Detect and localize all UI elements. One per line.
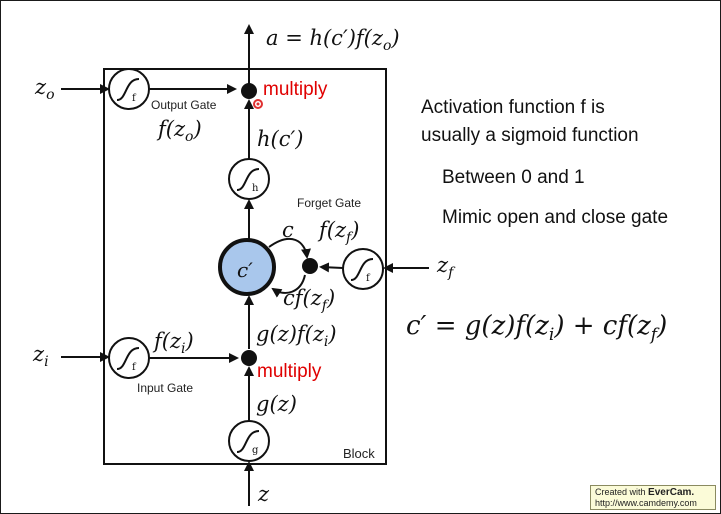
note-line-1: Activation function f is [421,97,605,118]
f-zo-label: f(zo) [156,117,202,145]
z-f-label: zf [436,253,456,281]
svg-text:f: f [132,362,137,373]
cell-to-forget-arc [268,237,311,259]
f-zi-label: f(zi) [152,329,194,357]
z-label: z [257,482,270,506]
z-o-label: zo [34,75,55,103]
note-line-3: Between 0 and 1 [442,167,585,188]
multiply-node-bottom [241,350,257,366]
f-zf-label: f(zf) [317,218,359,246]
g-z-label: g(z) [256,392,297,416]
forget-gate-to-multiply-arrow [319,262,344,273]
note-line-4: Mimic open and close gate [442,207,669,228]
svg-text:g: g [252,445,259,456]
c-label: c [282,218,294,242]
svg-text:f: f [132,93,137,104]
multiply-node-top [241,83,257,99]
forget-gate-sigmoid: f [342,248,384,290]
svg-text:c′: c′ [237,258,253,282]
multiply-label-bottom: multiply [257,361,322,382]
h-c-label: h(c′) [257,127,303,151]
cursor-pointer-center [256,102,260,106]
cf-zf-label: cf(zf) [283,286,335,314]
forget-to-cell-arc [271,274,306,298]
evercam-watermark: Created with EverCam. http://www.camdemy… [590,485,716,510]
evercam-line-1: Created with EverCam. [595,487,695,498]
svg-text:h: h [252,183,259,194]
input-gate-sigmoid: f [108,337,150,379]
svg-text:f: f [366,273,371,284]
cell-formula: c′ = g(z)f(zi) + cf(zf) [406,311,667,345]
output-equation: a = h(c′)f(zo) [266,26,400,54]
output-gate-sigmoid: f [108,68,150,110]
gz-fzi-label: g(z)f(zi) [256,322,337,350]
g-gate-sigmoid: g [228,420,270,462]
multiply-label-top: multiply [263,79,328,100]
h-gate-sigmoid: h [228,158,270,200]
output-gate-label: Output Gate [151,98,217,112]
input-gate-label: Input Gate [137,381,193,395]
note-line-2: usually a sigmoid function [421,125,639,146]
memory-cell: c′ [218,238,276,296]
z-i-label: zi [32,342,49,370]
forget-gate-label: Forget Gate [297,196,361,210]
evercam-url: http://www.camdemy.com [595,498,697,508]
block-label: Block [343,446,375,461]
cursor-pointer-dot [253,99,263,109]
multiply-node-forget [302,258,318,274]
